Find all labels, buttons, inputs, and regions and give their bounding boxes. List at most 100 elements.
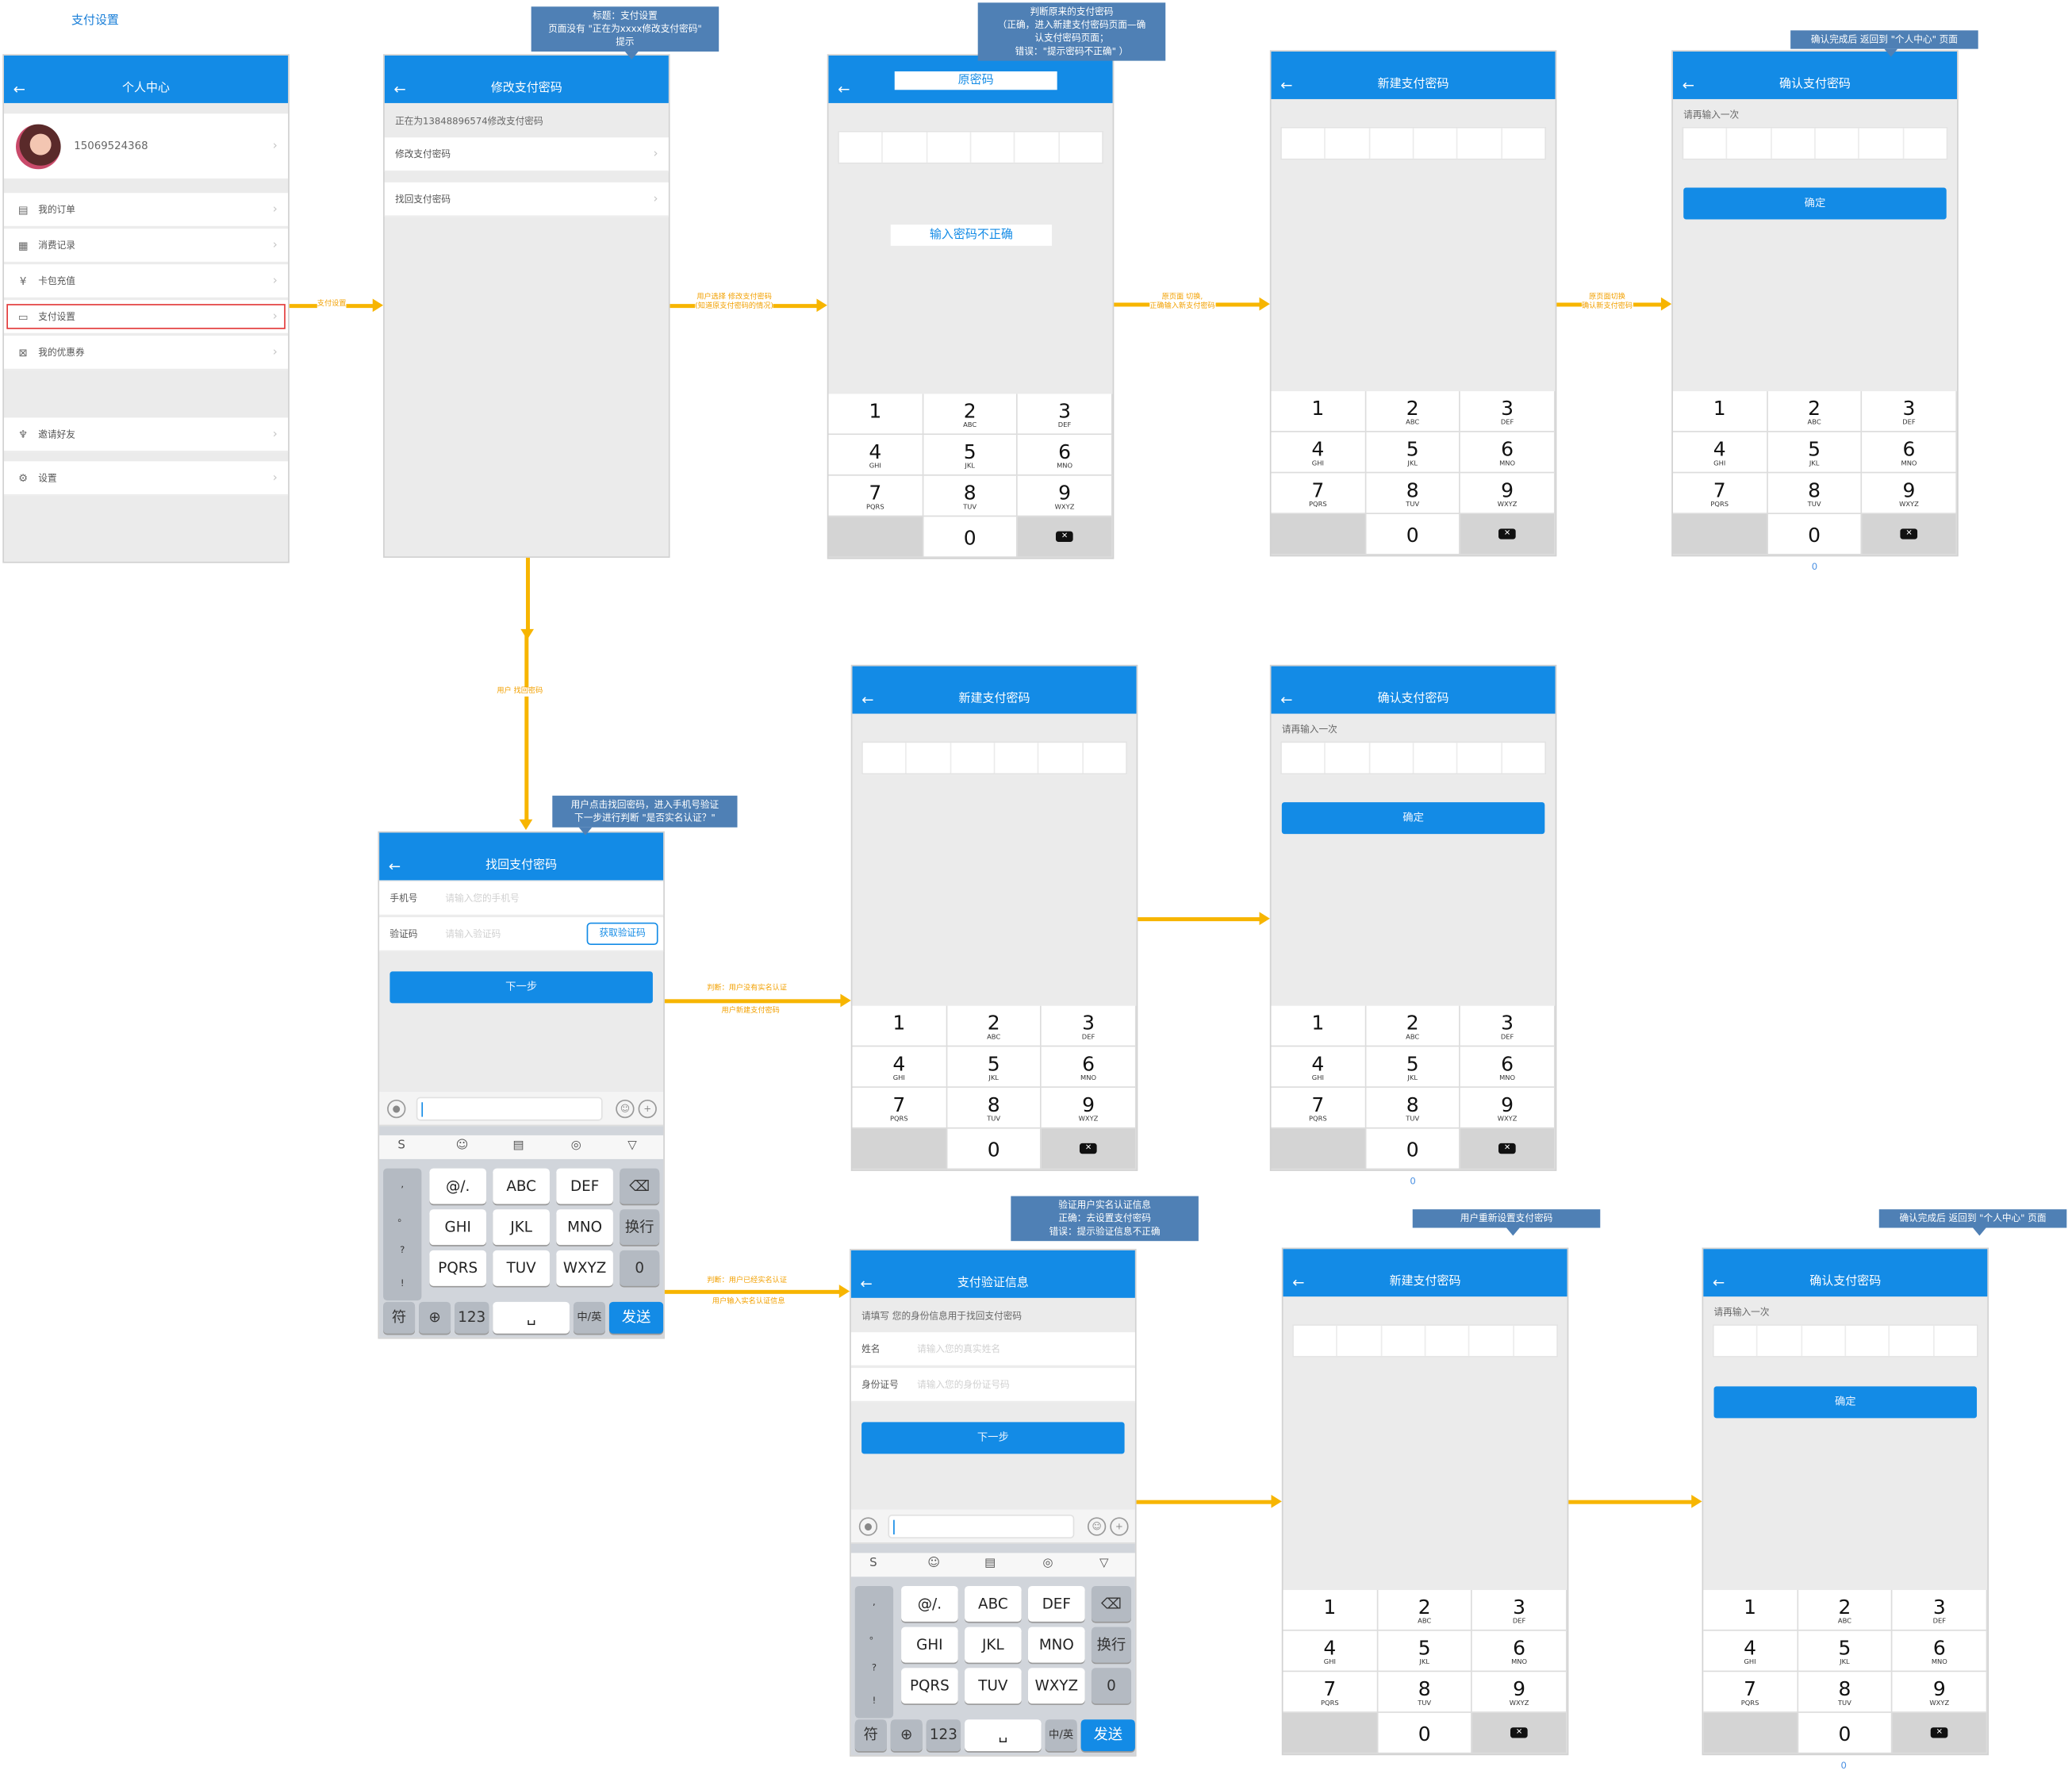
keypad-key[interactable]: 0 bbox=[1767, 513, 1863, 555]
back-arrow-icon[interactable]: ← bbox=[1682, 76, 1694, 94]
collapse-icon[interactable]: ▽ bbox=[627, 1139, 637, 1153]
menu-item-recharge[interactable]: ¥卡包充值› bbox=[3, 264, 289, 299]
plus-icon[interactable]: + bbox=[638, 1099, 657, 1119]
keypad-key[interactable]: 0 bbox=[1365, 513, 1461, 555]
ime-key[interactable]: DEF bbox=[1027, 1585, 1085, 1622]
ime-key[interactable]: GHI bbox=[429, 1209, 487, 1246]
password-boxes[interactable] bbox=[1292, 1324, 1558, 1358]
ime-key[interactable]: @/. bbox=[429, 1168, 487, 1204]
punct-key[interactable]: 。 bbox=[869, 1630, 879, 1642]
password-boxes[interactable] bbox=[1280, 126, 1546, 160]
menu-item-pay-settings[interactable]: ▭支付设置› bbox=[3, 300, 289, 335]
ime-key[interactable]: MNO bbox=[1027, 1626, 1085, 1663]
collapse-icon[interactable]: ▽ bbox=[1099, 1557, 1109, 1570]
ime-key[interactable]: JKL bbox=[493, 1209, 550, 1246]
menu-item-coupons[interactable]: ⊠我的优惠券› bbox=[3, 336, 289, 371]
back-arrow-icon[interactable]: ← bbox=[388, 858, 401, 875]
ime-key[interactable]: 123 bbox=[926, 1719, 961, 1752]
password-boxes[interactable] bbox=[1682, 126, 1948, 160]
ime-key[interactable]: WXYZ bbox=[1027, 1668, 1085, 1704]
backspace-key[interactable]: ✕ bbox=[1460, 1128, 1556, 1170]
ime-key[interactable]: 中/英 bbox=[1045, 1719, 1077, 1752]
keypad-key[interactable]: 1 bbox=[852, 1005, 947, 1047]
back-arrow-icon[interactable]: ← bbox=[860, 1275, 873, 1293]
ime-key[interactable]: 0 bbox=[1091, 1668, 1131, 1704]
ime-key[interactable]: ABC bbox=[493, 1168, 550, 1204]
ime-key[interactable]: ABC bbox=[965, 1585, 1022, 1622]
ime-key[interactable]: DEF bbox=[556, 1168, 613, 1204]
menu-item-invite[interactable]: ♆邀请好友› bbox=[3, 417, 289, 452]
settings-icon[interactable]: ◎ bbox=[570, 1139, 581, 1153]
mic-icon[interactable]: ● bbox=[387, 1099, 406, 1119]
keypad-key[interactable]: 0 bbox=[1365, 1128, 1461, 1170]
back-arrow-icon[interactable]: ← bbox=[393, 80, 406, 98]
back-arrow-icon[interactable]: ← bbox=[838, 80, 850, 98]
keypad-key[interactable]: 1 bbox=[1672, 391, 1768, 432]
id-input[interactable]: 请输入您的身份证号码 bbox=[917, 1380, 1010, 1391]
menu-item-settings[interactable]: ⚙设置› bbox=[3, 461, 289, 496]
get-code-button[interactable]: 获取验证码 bbox=[586, 922, 658, 946]
ime-key[interactable]: TUV bbox=[493, 1250, 550, 1286]
item-modify-password[interactable]: 修改支付密码› bbox=[384, 137, 669, 172]
send-button[interactable]: 发送 bbox=[608, 1301, 664, 1334]
keypad-key[interactable]: 1 bbox=[1271, 1005, 1366, 1047]
ime-key[interactable]: 123 bbox=[455, 1301, 489, 1334]
emoji-icon[interactable]: ☺ bbox=[455, 1139, 469, 1153]
keypad-key[interactable]: 0 bbox=[1798, 1712, 1893, 1754]
punct-key[interactable]: , bbox=[873, 1596, 876, 1607]
password-boxes[interactable] bbox=[1280, 741, 1546, 775]
ime-key[interactable]: GHI bbox=[901, 1626, 958, 1663]
ime-key[interactable]: TUV bbox=[965, 1668, 1022, 1704]
back-arrow-icon[interactable]: ← bbox=[1712, 1273, 1725, 1292]
globe-icon[interactable]: ⊕ bbox=[890, 1719, 923, 1752]
punctuation-column[interactable]: ,。?! bbox=[383, 1168, 422, 1301]
ime-key[interactable]: 符 bbox=[383, 1301, 416, 1334]
punct-key[interactable]: ! bbox=[872, 1696, 877, 1707]
ime-delete-key[interactable]: ⌫ bbox=[620, 1168, 660, 1204]
punct-key[interactable]: ? bbox=[871, 1662, 877, 1673]
space-key[interactable]: ␣ bbox=[493, 1301, 570, 1334]
emoji-icon[interactable]: ☺ bbox=[927, 1557, 941, 1570]
back-arrow-icon[interactable]: ← bbox=[1280, 691, 1293, 709]
code-input[interactable]: 请输入验证码 bbox=[445, 929, 501, 940]
